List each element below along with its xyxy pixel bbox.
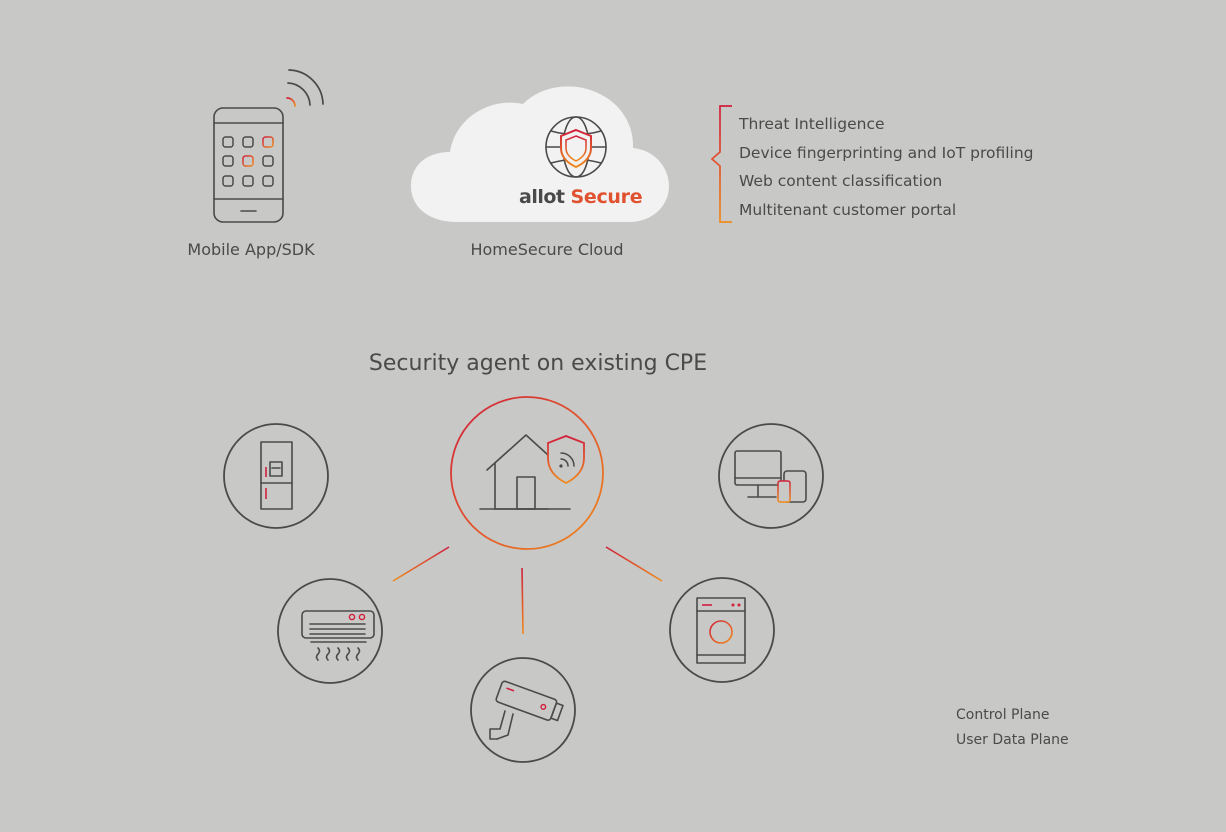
fridge-node bbox=[223, 423, 329, 529]
air-conditioner-icon bbox=[301, 610, 375, 661]
user-data-links bbox=[354, 472, 693, 635]
feature-bracket bbox=[710, 105, 732, 223]
mobile-phone-icon bbox=[213, 69, 324, 223]
security-camera-icon bbox=[489, 680, 564, 740]
legend: Control Plane User Data Plane bbox=[849, 707, 1069, 748]
wifi-shield-icon bbox=[547, 435, 585, 485]
agent-title: Security agent on existing CPE bbox=[369, 351, 707, 376]
cloud-shape bbox=[410, 86, 669, 223]
mobile-app-label: Mobile App/SDK bbox=[187, 240, 315, 259]
feature-item: Multitenant customer portal bbox=[739, 201, 956, 219]
washer-node bbox=[669, 577, 775, 683]
camera-node bbox=[470, 657, 576, 763]
data-link-camera bbox=[521, 567, 524, 635]
cloud-label: HomeSecure Cloud bbox=[470, 240, 623, 259]
globe-shield-icon bbox=[545, 116, 607, 178]
feature-item: Web content classification bbox=[739, 172, 942, 190]
feature-list: Threat Intelligence Device fingerprintin… bbox=[738, 115, 1034, 219]
aircon-node bbox=[277, 578, 383, 684]
desktop-tablet-icon bbox=[734, 450, 807, 503]
wireless-signal-icon bbox=[286, 69, 324, 107]
washing-machine-icon bbox=[696, 597, 746, 664]
computer-node bbox=[718, 423, 824, 529]
feature-item: Device fingerprinting and IoT profiling bbox=[739, 144, 1034, 162]
home-cpe-node bbox=[450, 396, 604, 550]
data-link-washer bbox=[605, 546, 663, 582]
legend-user-data-plane: User Data Plane bbox=[956, 732, 1069, 748]
data-link-aircon bbox=[392, 546, 450, 582]
legend-control-plane: Control Plane bbox=[956, 707, 1049, 723]
app-grid-icon bbox=[222, 136, 274, 187]
feature-item: Threat Intelligence bbox=[738, 115, 885, 133]
house-icon bbox=[479, 434, 571, 510]
fridge-icon bbox=[260, 441, 293, 510]
